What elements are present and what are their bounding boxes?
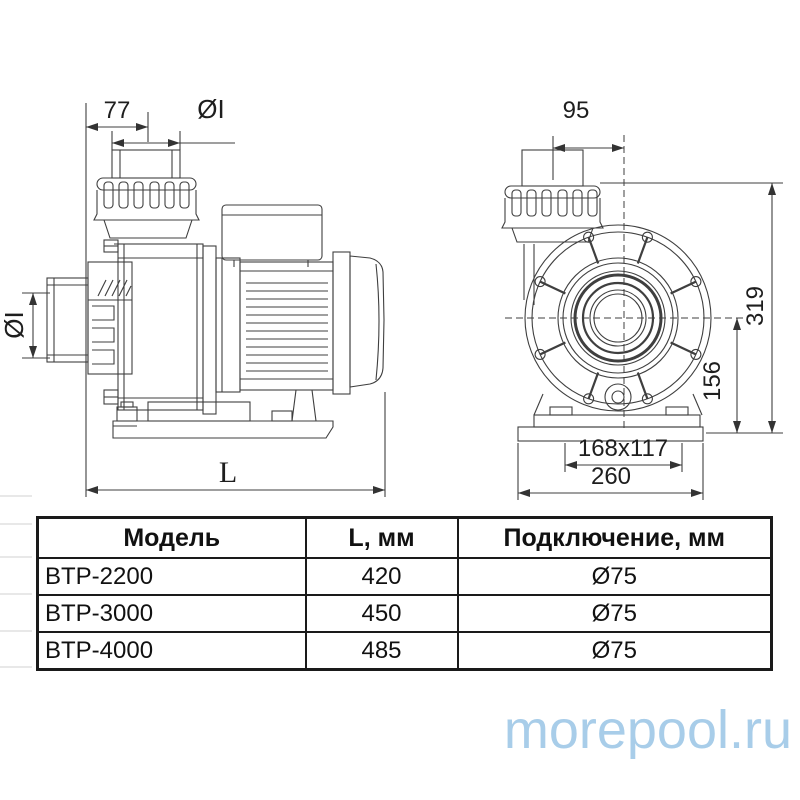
cell-length: 485 (304, 631, 459, 671)
cell-model: BTP-3000 (36, 594, 307, 633)
cell-model: BTP-2200 (36, 557, 307, 596)
spec-table: Модель L, мм Подключение, мм BTP-2200 42… (36, 516, 773, 671)
cell-connection: Ø75 (456, 557, 773, 596)
dim-label-95: 95 (562, 97, 590, 124)
dimension-lines (22, 103, 783, 500)
table-row: BTP-2200 420 Ø75 (36, 557, 773, 596)
dim-label-77: 77 (103, 97, 131, 124)
spec-table-header-row: Модель L, мм Подключение, мм (36, 516, 773, 559)
col-header-connection: Подключение, мм (456, 516, 773, 559)
dim-label-260: 260 (590, 463, 632, 490)
table-row: BTP-4000 485 Ø75 (36, 631, 773, 671)
dim-label-overall-length: L (218, 456, 238, 489)
col-header-model: Модель (36, 516, 307, 559)
pump-front-view (501, 135, 748, 442)
dim-label-156: 156 (699, 360, 726, 402)
cell-length: 420 (304, 557, 459, 596)
watermark-logo: morepool.ru (503, 700, 792, 760)
col-header-length: L, мм (304, 516, 459, 559)
dim-label-inlet-diameter: ØI (197, 94, 225, 124)
dim-label-168x117: 168x117 (577, 435, 669, 462)
table-row: BTP-3000 450 Ø75 (36, 594, 773, 633)
dim-label-319: 319 (742, 285, 769, 327)
scan-artifact-lines (0, 495, 32, 668)
cell-model: BTP-4000 (36, 631, 307, 671)
cell-connection: Ø75 (456, 594, 773, 633)
cell-length: 450 (304, 594, 459, 633)
cell-connection: Ø75 (456, 631, 773, 671)
dim-label-suction-diameter: ØI (0, 311, 29, 339)
pump-side-view (46, 149, 385, 439)
